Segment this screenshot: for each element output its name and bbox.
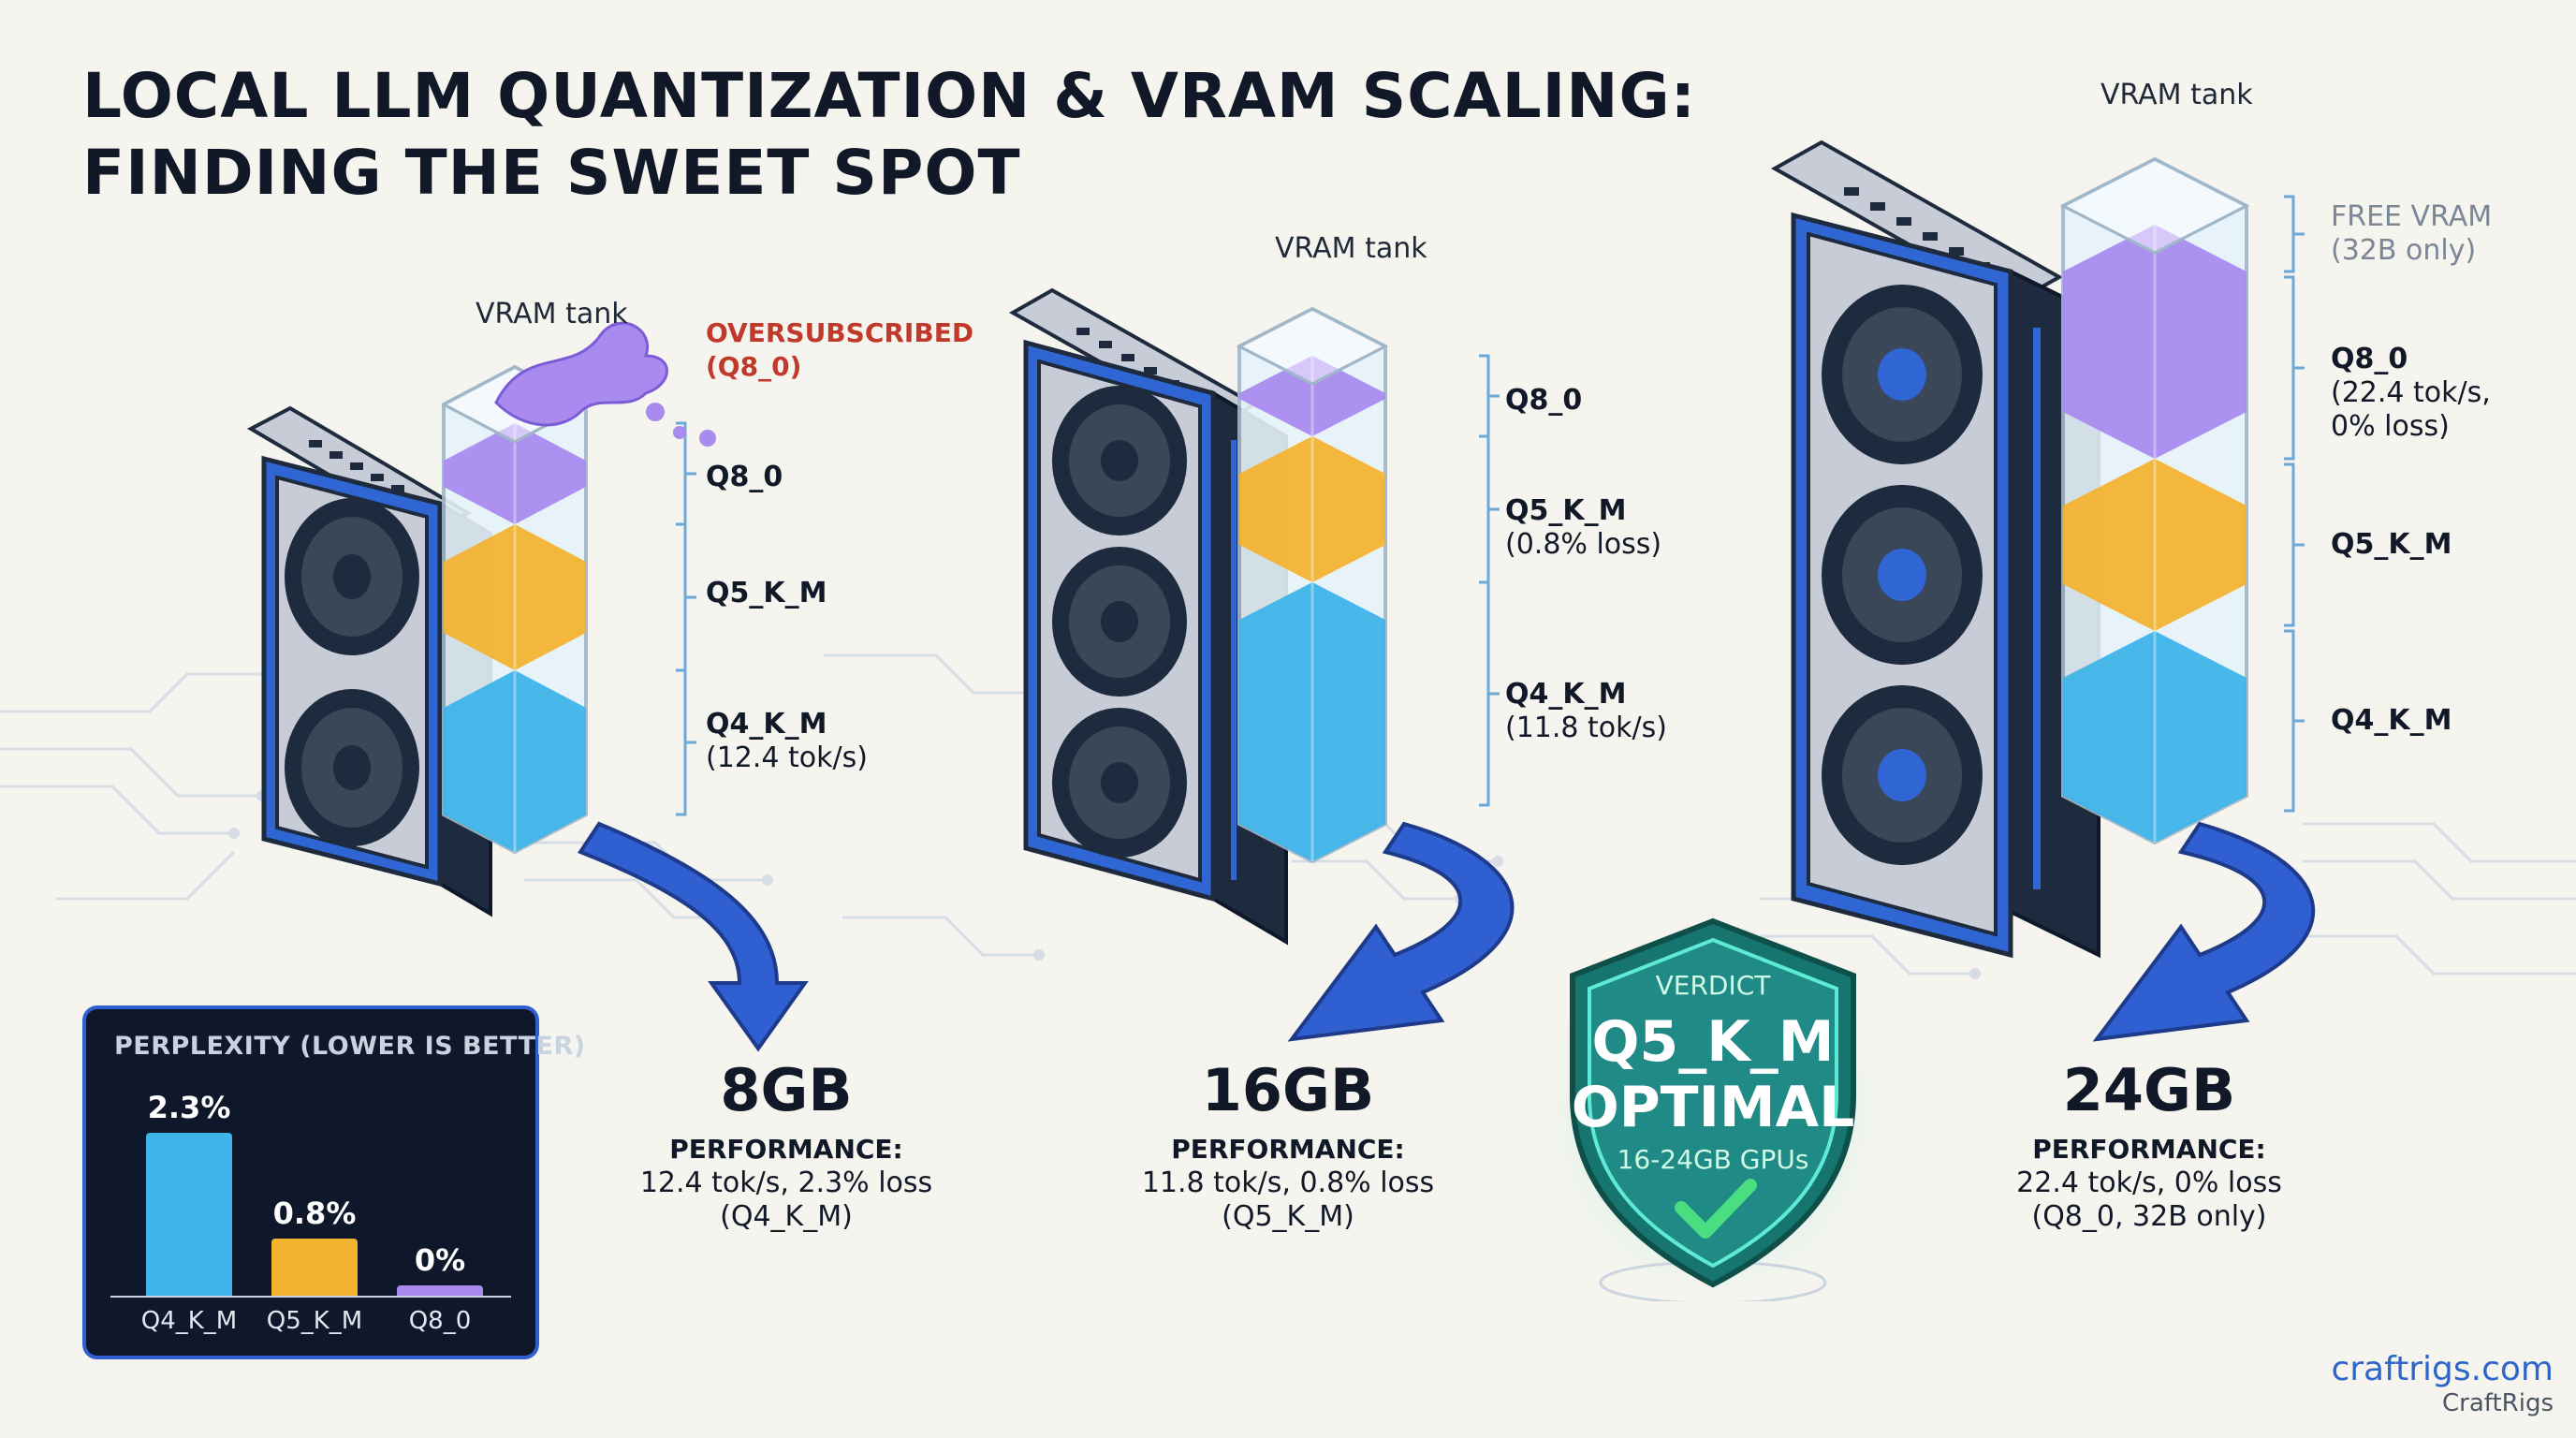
perplexity-title: PERPLEXITY (LOWER IS BETTER) — [114, 1032, 586, 1061]
tank-24gb-segment-q5 — [2063, 459, 2247, 631]
arrow-8gb — [577, 821, 809, 1052]
tier-16gb-capacity: 16GB — [1201, 1056, 1375, 1124]
tier-24gb-capacity: 24GB — [2062, 1056, 2236, 1124]
perplexity-bar-q4_k_m — [146, 1133, 232, 1296]
segment-label-16gb-q5: Q5_K_M (0.8% loss) — [1505, 494, 1662, 561]
segment-label-8gb-q5: Q5_K_M — [706, 577, 827, 609]
perplexity-axis — [110, 1296, 511, 1298]
overflow-drop-1 — [646, 403, 665, 421]
tank-caption-24gb: VRAM tank — [2100, 79, 2253, 111]
perplexity-value-q8_0: 0% — [414, 1241, 466, 1278]
tank-16gb-rim — [1238, 345, 1386, 386]
arrow-16gb — [1287, 821, 1515, 1042]
title-line-2: FINDING THE SWEET SPOT — [82, 137, 1021, 209]
tier-8gb: 8GB PERFORMANCE: 12.4 tok/s, 2.3% loss (… — [590, 1058, 983, 1234]
verdict-line-2: OPTIMAL — [1571, 1075, 1855, 1140]
tank-24gb-segment-q8 — [2063, 225, 2247, 459]
segment-label-8gb-q8: Q8_0 — [706, 461, 783, 493]
tier-16gb: 16GB PERFORMANCE: 11.8 tok/s, 0.8% loss … — [1091, 1058, 1485, 1234]
overflow-drop-3 — [699, 430, 716, 447]
brand-name: CraftRigs — [2441, 1389, 2554, 1417]
oversubscribed-line-1: OVERSUBSCRIBED — [706, 317, 974, 348]
tier-24gb-performance-line-1: 22.4 tok/s, 0% loss — [2016, 1167, 2282, 1199]
perplexity-panel: PERPLEXITY (LOWER IS BETTER) 2.3% Q4_K_M 0… — [82, 1005, 585, 1359]
perplexity-value-q5_k_m: 0.8% — [272, 1196, 357, 1232]
segment-label-24gb-free: FREE VRAM (32B only) — [2331, 200, 2493, 267]
tank-24gb-rim — [2062, 204, 2247, 255]
tank-24gb-segment-q4 — [2063, 631, 2247, 843]
oversubscribed-line-2: (Q8_0) — [706, 351, 802, 382]
tier-24gb-performance-line-2: (Q8_0, 32B only) — [2031, 1200, 2267, 1233]
title-line-1: LOCAL LLM QUANTIZATION & VRAM SCALING: — [82, 60, 1697, 132]
tank-caption-16gb: VRAM tank — [1275, 232, 1427, 265]
brand-url[interactable]: craftrigs.com — [2331, 1350, 2554, 1388]
segment-label-8gb-q4: Q4_K_M (12.4 tok/s) — [706, 708, 868, 774]
tank-16gb-segment-q4 — [1239, 582, 1385, 861]
tank-caption-8gb: VRAM tank — [476, 298, 628, 330]
tier-8gb-performance-label: PERFORMANCE: — [669, 1134, 903, 1165]
segment-label-16gb-q8: Q8_0 — [1505, 384, 1583, 417]
gpu-16gb-fans — [1052, 386, 1187, 858]
perplexity-category-q5_k_m: Q5_K_M — [266, 1307, 363, 1335]
overflow-drop-2 — [673, 426, 686, 439]
shield-icon — [1546, 917, 1880, 1301]
verdict-sub: 16-24GB GPUs — [1617, 1144, 1809, 1175]
gpu-24gb-fans — [1822, 285, 1983, 865]
perplexity-bar-q5_k_m — [271, 1239, 358, 1296]
checkmark-icon — [1675, 1179, 1757, 1239]
tank-8gb-segment-q4 — [444, 670, 586, 852]
verdict-badge: VERDICT Q5_K_M OPTIMAL 16-24GB GPUs — [1544, 908, 1881, 1301]
tank-16gb-segment-q8 — [1239, 356, 1385, 436]
tier-8gb-performance-line-1: 12.4 tok/s, 2.3% loss — [639, 1167, 933, 1199]
tier-16gb-performance-label: PERFORMANCE: — [1171, 1134, 1405, 1165]
tier-16gb-performance-line-2: (Q5_K_M) — [1222, 1200, 1354, 1233]
tier-16gb-performance-line-1: 11.8 tok/s, 0.8% loss — [1141, 1167, 1435, 1199]
brand: craftrigs.com CraftRigs — [2331, 1350, 2554, 1417]
tank-16gb-segment-q5 — [1239, 436, 1385, 582]
overflow-splash — [494, 321, 668, 427]
verdict-heading: VERDICT — [1655, 970, 1771, 1001]
segment-label-16gb-q4: Q4_K_M (11.8 tok/s) — [1505, 678, 1667, 744]
tier-24gb: 24GB PERFORMANCE: 22.4 tok/s, 0% loss (Q… — [1953, 1058, 2346, 1234]
arrow-24gb — [2092, 821, 2316, 1042]
segment-label-24gb-q4: Q4_K_M — [2331, 704, 2452, 737]
perplexity-value-q4_k_m: 2.3% — [147, 1090, 231, 1125]
verdict-line-1: Q5_K_M — [1591, 1009, 1835, 1075]
page-title: LOCAL LLM QUANTIZATION & VRAM SCALING: F… — [82, 58, 1696, 212]
tier-8gb-performance-line-2: (Q4_K_M) — [720, 1200, 853, 1233]
segment-label-24gb-q5: Q5_K_M — [2331, 528, 2452, 561]
oversubscribed-label: OVERSUBSCRIBED (Q8_0) — [706, 316, 973, 384]
perplexity-category-q4_k_m: Q4_K_M — [140, 1307, 238, 1335]
tier-24gb-performance-label: PERFORMANCE: — [2032, 1134, 2266, 1165]
segment-label-24gb-q8: Q8_0 (22.4 tok/s, 0% loss) — [2331, 343, 2491, 443]
tank-8gb-segment-q5 — [444, 524, 586, 670]
perplexity-category-q8_0: Q8_0 — [408, 1307, 472, 1335]
tier-8gb-capacity: 8GB — [720, 1056, 853, 1124]
gpu-8gb-fans — [285, 498, 419, 846]
tank-8gb-segment-q8 — [444, 423, 586, 524]
perplexity-bar-q8_0 — [397, 1284, 483, 1296]
